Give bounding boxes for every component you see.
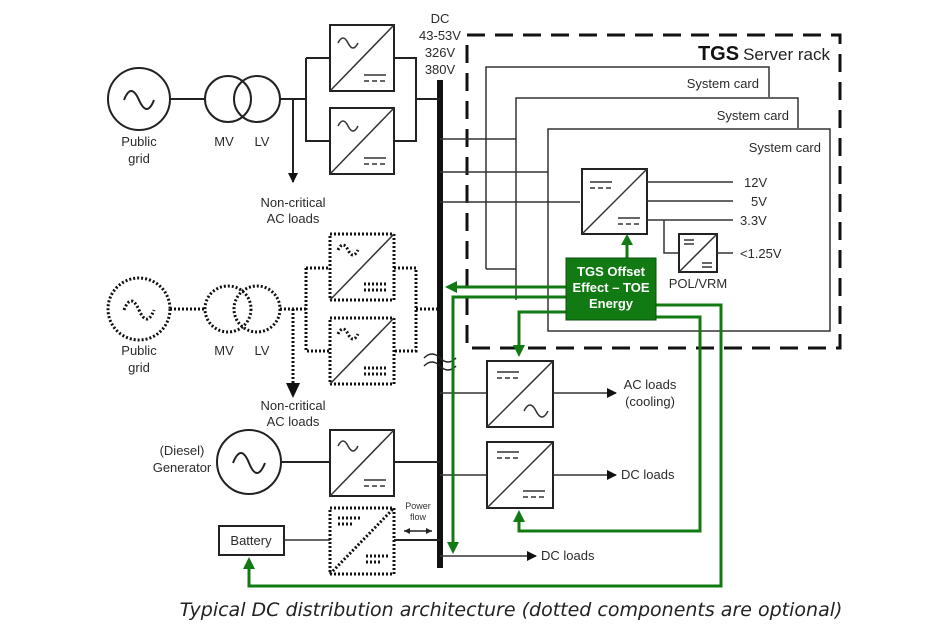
toe-label-1: TGS Offset — [577, 264, 646, 279]
sine-icon — [523, 404, 549, 418]
system-card-2: System card — [515, 97, 799, 300]
dc-symbol-icon — [590, 181, 612, 189]
system-card-1: System card — [485, 66, 770, 270]
rectifier-main-1 — [329, 24, 395, 92]
power-flow-label-1: Power — [405, 501, 431, 511]
noncritical-optional-1: Non-critical — [260, 398, 325, 413]
card-dc-dc-converter — [581, 168, 648, 235]
public-grid-main — [107, 67, 171, 131]
power-flow-label-2: flow — [410, 512, 427, 522]
system-card-label-1: System card — [687, 76, 759, 91]
noncritical-main-2: AC loads — [267, 211, 320, 226]
dc-symbol-icon — [364, 282, 386, 292]
rectifier-optional-1 — [328, 232, 396, 302]
grid-optional-label-1: Public — [121, 343, 157, 358]
output-3v3: 3.3V — [740, 213, 767, 228]
lv-label-main: LV — [255, 134, 270, 149]
dc-symbol-icon — [497, 451, 519, 459]
diagram-caption: Typical DC distribution architecture (do… — [180, 599, 843, 621]
bus-voltage-3: 380V — [425, 62, 456, 77]
grid-main-label-2: grid — [128, 151, 150, 166]
system-card-3: System card — [547, 128, 831, 332]
grid-optional-label-2: grid — [128, 360, 150, 375]
sine-icon — [337, 120, 359, 132]
system-card-label-2: System card — [717, 108, 789, 123]
dc-symbol-icon — [684, 239, 694, 245]
dc-dc-converter-loads — [486, 441, 554, 509]
transformer-main-icon — [204, 75, 281, 123]
rack-title-text: Server rack — [743, 45, 830, 64]
dc-symbol-icon — [497, 371, 519, 379]
ac-source-icon — [106, 276, 172, 342]
dc-symbol-icon — [364, 479, 386, 487]
dc-loads-label-1: DC loads — [621, 467, 675, 482]
sine-icon — [337, 37, 359, 49]
toe-label-2: Effect – TOE — [572, 280, 649, 295]
dc-loads-label-2: DC loads — [541, 548, 595, 563]
generator-label-1: (Diesel) — [160, 443, 205, 458]
toe-control-lines — [243, 234, 723, 588]
sine-icon — [336, 327, 360, 341]
mv-label-optional: MV — [214, 343, 234, 358]
inverter-ac-cooling — [486, 360, 554, 428]
bus-break-icon — [423, 353, 457, 371]
dc-symbol-icon — [364, 157, 386, 165]
system-card-label-3: System card — [749, 140, 821, 155]
generator-label-2: Generator — [153, 460, 212, 475]
transformer-optional-icon — [203, 284, 282, 334]
dc-symbol-icon — [366, 554, 388, 564]
dc-symbol-icon — [523, 490, 545, 498]
dc-dc-converter-battery — [328, 506, 396, 576]
dc-symbol-icon — [338, 516, 360, 526]
output-lt-1v25: <1.25V — [740, 246, 782, 261]
sine-icon — [336, 243, 360, 257]
dc-symbol-icon — [702, 262, 712, 268]
bus-voltage-1: 43-53V — [419, 28, 461, 43]
mv-label-main: MV — [214, 134, 234, 149]
sine-icon — [122, 299, 156, 321]
sine-icon — [337, 440, 359, 452]
sine-icon — [123, 90, 155, 110]
toe-label-3: Energy — [589, 296, 634, 311]
ac-loads-label-1: AC loads — [624, 377, 677, 392]
output-5v: 5V — [751, 194, 767, 209]
ac-loads-label-2: (cooling) — [625, 394, 675, 409]
rectifier-main-2 — [329, 107, 395, 175]
noncritical-arrow-optional — [286, 383, 300, 398]
sine-icon — [232, 452, 266, 474]
bidirectional-arrow-icon — [404, 528, 432, 534]
rectifier-optional-2 — [328, 316, 396, 386]
output-12v: 12V — [744, 175, 767, 190]
bus-title: DC — [431, 11, 450, 26]
bus-voltage-2: 326V — [425, 45, 456, 60]
noncritical-optional-2: AC loads — [267, 414, 320, 429]
diesel-generator — [216, 429, 282, 495]
noncritical-main-1: Non-critical — [260, 195, 325, 210]
battery-label: Battery — [230, 533, 272, 548]
grid-main-label-1: Public — [121, 134, 157, 149]
server-rack-boundary — [465, 33, 842, 350]
tgs-brand: TGS — [698, 43, 739, 65]
public-grid-optional — [106, 276, 172, 342]
lv-label-optional: LV — [255, 343, 270, 358]
rectifier-generator — [329, 429, 395, 497]
dc-symbol-icon — [364, 74, 386, 82]
toe-energy-block — [565, 257, 657, 321]
pol-vrm-label: POL/VRM — [669, 276, 728, 291]
dc-symbol-icon — [618, 217, 640, 225]
dc-symbol-icon — [364, 366, 386, 376]
pol-vrm-converter — [678, 233, 718, 273]
